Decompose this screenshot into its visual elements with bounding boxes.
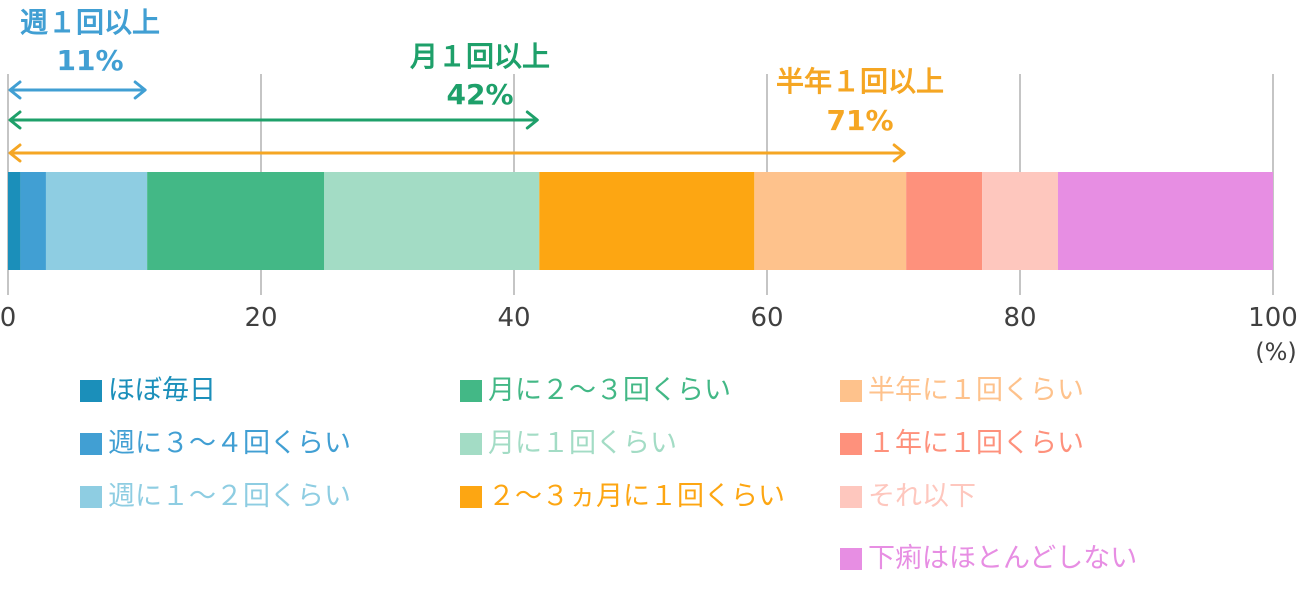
annotation-2: 半年１回以上 71%: [8, 65, 944, 163]
x-axis-unit: (%): [1255, 338, 1297, 366]
bar-segment-9: [1057, 172, 1273, 270]
x-tick-label-40: 40: [497, 303, 530, 333]
bar-segment-6: [754, 172, 907, 270]
annotation-pct-0: 11%: [56, 44, 123, 77]
annotation-arrowhead-right-0: [133, 80, 147, 100]
x-tick-label-0: 0: [0, 303, 16, 333]
bar-segments: [8, 172, 1273, 270]
annotation-title-0: 週１回以上: [20, 6, 160, 39]
x-tick-label-20: 20: [244, 303, 277, 333]
annotation-arrowhead-left-0: [8, 80, 22, 100]
annotation-arrowhead-left-1: [8, 110, 22, 130]
bar-segment-7: [906, 172, 983, 270]
annotation-title-1: 月１回以上: [409, 40, 550, 73]
x-tick-label-100: 100: [1248, 303, 1298, 333]
annotation-title-2: 半年１回以上: [776, 65, 944, 98]
annotation-arrowhead-right-1: [525, 110, 539, 130]
bar-segment-0: [8, 172, 21, 270]
cumulative-annotations: 週１回以上 11% 月１回以上 42% 半年１回以上 71%: [8, 6, 944, 163]
annotation-arrowhead-right-2: [892, 143, 906, 163]
annotation-pct-2: 71%: [826, 104, 893, 137]
bar-segment-3: [147, 172, 325, 270]
bar-segment-5: [539, 172, 755, 270]
x-tick-label-60: 60: [750, 303, 783, 333]
annotation-1: 月１回以上 42%: [8, 40, 550, 130]
bar-segment-4: [324, 172, 540, 270]
bar-segment-1: [20, 172, 46, 270]
annotation-arrowhead-left-2: [8, 143, 22, 163]
annotation-0: 週１回以上 11%: [8, 6, 160, 100]
annotation-pct-1: 42%: [446, 78, 513, 111]
x-tick-label-80: 80: [1003, 303, 1036, 333]
bar-segment-2: [45, 172, 148, 270]
x-tick-labels: 0 20 40 60 80 100: [0, 303, 1298, 333]
bar-segment-8: [982, 172, 1058, 270]
